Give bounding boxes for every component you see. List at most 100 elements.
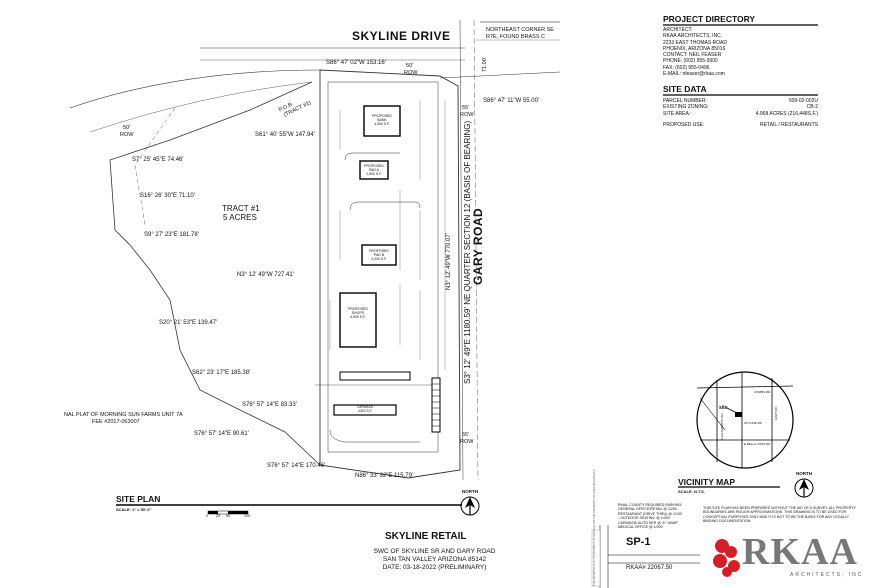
scale-bar-label: 100' (244, 514, 251, 518)
plat-note: NAL PLAT OF MORNING SUN FARMS UNIT 7A (64, 412, 183, 418)
tract-area: 5 ACRES (223, 213, 257, 222)
architect-seal-text: THIS DRAWING IS AN INSTRUMENT OF SERVICE… (593, 469, 596, 586)
architect-seal (591, 529, 601, 587)
north-arrow-icon (460, 496, 480, 516)
scale-bar-label: 50' (226, 514, 231, 518)
site-plan-scale: SCALE: 1" = 50'-0" (116, 507, 152, 512)
sheet-number: SP-1 (626, 536, 651, 548)
parking-area (327, 81, 439, 453)
bearing-label: N86° 33' 32"E 115.79' (355, 473, 414, 479)
corner-note-line1: NORTHEAST CORNER SE (486, 27, 554, 33)
corner-note-line2: R7E, FOUND BRASS C (486, 34, 545, 40)
vicinity-street-label: E BELLA VISTA RD (744, 442, 771, 446)
site-data-row: SITE AREA:4.968 ACRES (216,448S.F.) (663, 110, 818, 117)
vicinity-street-label: COMBS RD (754, 390, 771, 394)
scale-bar (207, 510, 249, 515)
skyline-drive-label: SKYLINE DRIVE (352, 29, 451, 43)
bearing-label: S16° 26' 30"E 71.10' (140, 193, 195, 199)
vicinity-scale: SCALE: N.T.S. (678, 489, 705, 494)
carwash-queue (339, 371, 411, 381)
row-label: 55' (462, 432, 470, 438)
bearing-label: S7° 25' 45"E 74.46' (132, 157, 184, 163)
project-title: SKYLINE RETAIL (385, 531, 467, 542)
row-label: 55' (462, 105, 470, 111)
site-data-row: PROPOSED USE:RETAIL / RESTAURANTS (663, 121, 818, 128)
bearing-label: N3° 12' 49"W 727.41' (237, 272, 294, 278)
drive-aisle (349, 201, 421, 211)
bearing-label: N3° 12' 49"W 770.07' (446, 233, 452, 290)
rkaa-logo-mark (713, 539, 740, 577)
building-shops (339, 292, 377, 348)
project-directory-heading: PROJECT DIRECTORY (663, 14, 756, 24)
site-marker (735, 412, 742, 417)
parking-stalls (329, 100, 421, 360)
site-pointer (726, 407, 738, 414)
bearing-label: S76° 57' 14"E 83.33' (242, 402, 297, 408)
vicinity-street-label: SKYLINE DR (744, 421, 762, 425)
building-pad-b (361, 244, 397, 266)
site-boundary (319, 69, 461, 479)
site-data-table: PARCEL NUMBER:509-02-002U EXISTING ZONIN… (663, 98, 818, 128)
gary-road-line (459, 19, 464, 481)
site-data-row: EXISTING ZONING:CB-2 (663, 104, 818, 111)
vicinity-street-label: GARY RD (774, 406, 778, 420)
bearing-label: S9° 27' 23"E 181.78' (144, 232, 199, 238)
building-pad-a (359, 160, 389, 180)
dim-71: 71.00' (482, 57, 488, 72)
vicinity-street-label: S ELLSWORTH RD (720, 413, 724, 440)
site-plan-heading: SITE PLAN (116, 494, 161, 504)
disclaimer-note: THIS SITE PLAN HAS BEEN PREPARED WITHOUT… (703, 506, 856, 524)
row-label: ROW (460, 112, 474, 118)
vacuum-stalls (432, 383, 440, 427)
bearing-label: S86° 47' 11"W 55.00' (483, 98, 540, 104)
site-data-heading: SITE DATA (663, 84, 707, 94)
tract-boundary (109, 81, 321, 466)
vicinity-circle (696, 371, 794, 469)
bearing-label: S76° 57' 14"E 90.61' (194, 431, 249, 437)
rkaa-logo-sub: ARCHITECTS, INC (790, 572, 864, 578)
building-carwash (333, 404, 397, 416)
row-label: ROW (460, 439, 474, 445)
row-curve (69, 69, 321, 109)
vicinity-north-label: NORTH (796, 471, 812, 476)
building-bank (363, 105, 401, 137)
vicinity-street (699, 397, 726, 431)
boundary-dashed (134, 107, 176, 226)
drive-aisle (344, 152, 400, 161)
tract-name: TRACT #1 (222, 204, 260, 213)
scale-bar-label: 0 (206, 514, 208, 518)
vacuum-canopy (431, 377, 441, 433)
bearing-label: S20° 21' 53"E 139.47' (159, 320, 218, 326)
parking-notes: PINAL COUNTY REQUIRED PARKING:GENERAL OF… (618, 503, 683, 530)
row-label: 50' (123, 125, 131, 131)
bearing-label: S62° 23' 17"E 185.38' (192, 370, 251, 376)
corner-line (439, 71, 561, 79)
site-data-row: PARCEL NUMBER:509-02-002U (663, 98, 818, 104)
vicinity-map-heading: VICINITY MAP (678, 477, 735, 487)
row-label: 50' (406, 63, 414, 69)
vicinity-map (696, 371, 794, 469)
vicinity-site-label: site (719, 405, 728, 411)
row-label: ROW (404, 70, 418, 76)
carwash-lane (329, 429, 420, 443)
rkaa-logo-text: RKAA (742, 531, 858, 573)
job-number: RKAA# 22067.50 (626, 565, 673, 571)
site-plan-north-label: NORTH (462, 489, 478, 494)
row-curve (89, 81, 313, 133)
plat-note: FEE #2017-063007 (92, 419, 140, 425)
basis-of-bearing-label: S3° 12' 49"E 1180.59' NE QUARTER SECTION… (463, 120, 472, 384)
project-directory-list: ARCHITECT:RKAA ARCHITECTS, INC.2233 EAST… (663, 27, 728, 78)
bearing-label: S86° 47' 02"W 153.16' (326, 60, 386, 66)
bearing-label: S76° 57' 14"E 170.46' (267, 463, 326, 469)
scale-bar-label: 25' (216, 514, 221, 518)
row-label: ROW (120, 132, 134, 138)
gary-road-label: GARY ROAD (471, 207, 485, 285)
north-arrow-icon (794, 478, 814, 498)
